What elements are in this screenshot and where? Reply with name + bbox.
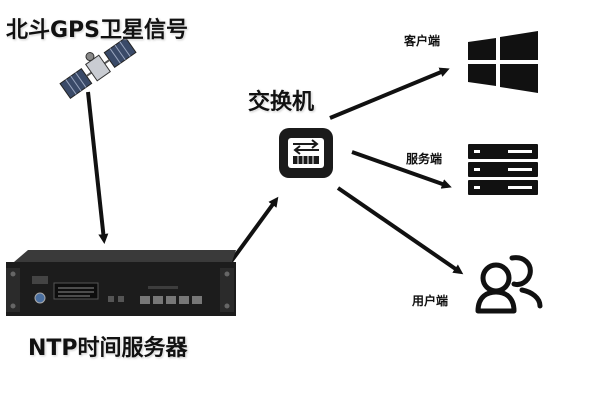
switch-title: 交换机	[248, 90, 315, 115]
client-label: 客户端	[404, 34, 441, 48]
ntp-server-title: NTP时间服务器	[28, 336, 188, 361]
windows-logo-icon	[468, 31, 538, 93]
gps-satellite-title: 北斗GPS卫星信号	[6, 18, 189, 43]
user-label: 用户端	[412, 294, 449, 308]
arrow-satellite-to-ntp	[86, 91, 109, 244]
arrow-switch-to-server	[351, 150, 452, 189]
satellite-icon	[59, 36, 137, 100]
arrow-switch-to-client	[329, 67, 450, 120]
arrow-ntp-to-switch	[228, 196, 279, 265]
switch-icon	[279, 128, 333, 178]
users-icon	[475, 255, 543, 314]
server-stack-icon	[468, 144, 538, 195]
server-label: 服务端	[406, 152, 443, 166]
arrow-switch-to-user	[336, 186, 464, 275]
rack-server-device	[6, 250, 236, 316]
